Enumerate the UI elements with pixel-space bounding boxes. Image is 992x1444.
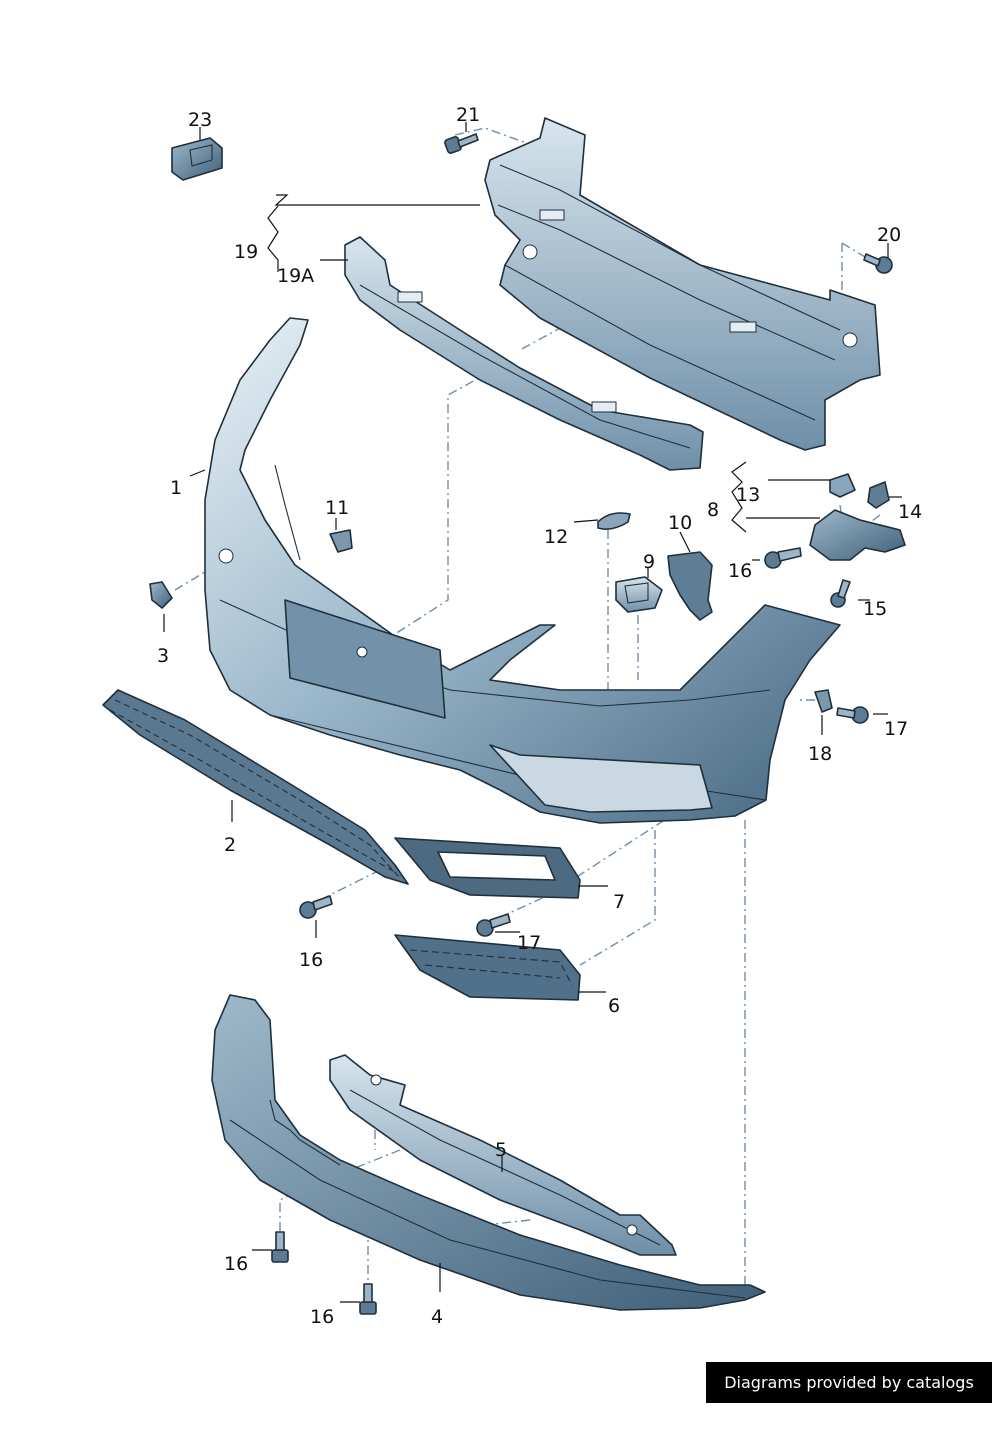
attribution-banner: Diagrams provided by catalogs parts: [706, 1362, 992, 1433]
callout-15: 15: [863, 598, 887, 620]
callout-3: 3: [157, 645, 169, 667]
part-16-bolt-upper: [764, 547, 802, 569]
part-3-plug: [149, 581, 173, 609]
callout-20: 20: [877, 224, 901, 246]
part-7-fog-frame: [394, 837, 581, 899]
callout-16-lower-center: 16: [310, 1306, 334, 1328]
callout-19: 19: [234, 241, 258, 263]
callout-17-right: 17: [884, 718, 908, 740]
attribution-text: Diagrams provided by catalogs parts: [724, 1373, 974, 1433]
part-17-bolt-right: [836, 706, 869, 724]
part-17-bolt-center: [476, 913, 511, 937]
callout-11: 11: [325, 497, 349, 519]
part-1-bumper-cover: [204, 317, 841, 824]
part-14-nut: [867, 481, 890, 509]
callout-7: 7: [613, 891, 625, 913]
part-19-crossmember: [484, 117, 881, 451]
part-5-strip: [329, 1054, 677, 1256]
part-4-spoiler: [211, 994, 766, 1311]
part-16-bolt-lower-left: [271, 1231, 289, 1263]
callout-6: 6: [608, 995, 620, 1017]
part-10-bracket: [667, 551, 713, 621]
callout-1: 1: [170, 477, 182, 499]
callout-9: 9: [643, 551, 655, 573]
part-11-clip: [329, 529, 353, 553]
callout-17-center: 17: [517, 932, 541, 954]
callout-4: 4: [431, 1306, 443, 1328]
callout-19a: 19A: [277, 265, 314, 287]
callout-21: 21: [456, 104, 480, 126]
part-13-nut: [829, 473, 856, 498]
part-8-bracket: [809, 509, 906, 561]
part-6-fog-grille: [394, 934, 581, 1001]
part-12-cap: [597, 512, 631, 530]
callout-2: 2: [224, 834, 236, 856]
callout-13: 13: [736, 484, 760, 506]
callout-16-left: 16: [299, 949, 323, 971]
callout-5: 5: [495, 1139, 507, 1161]
part-16-bolt-lower-center: [359, 1283, 377, 1315]
part-21-bolt: [444, 133, 479, 154]
callout-14: 14: [898, 501, 922, 523]
part-2-grille: [102, 689, 409, 885]
part-19a-absorber: [344, 236, 704, 471]
callout-23: 23: [188, 109, 212, 131]
part-9-bracket: [615, 576, 663, 613]
callout-8: 8: [707, 499, 719, 521]
part-23-cap: [171, 137, 223, 181]
leader-lines: [163, 122, 902, 1303]
callout-18: 18: [808, 743, 832, 765]
callout-labels: 23 21 20 19 19A 1 11 3 12 10 9 13 8 14 1…: [157, 104, 922, 1328]
callout-12: 12: [544, 526, 568, 548]
callout-10: 10: [668, 512, 692, 534]
callout-16-lower-left: 16: [224, 1253, 248, 1275]
part-18-clip: [814, 689, 833, 713]
part-15-bolt: [830, 579, 851, 608]
callout-16-upper: 16: [728, 560, 752, 582]
part-16-bolt-left: [299, 895, 333, 919]
exploded-parts-diagram: 23 21 20 19 19A 1 11 3 12 10 9 13 8 14 1…: [102, 104, 922, 1328]
part-20-bolt: [863, 253, 893, 274]
